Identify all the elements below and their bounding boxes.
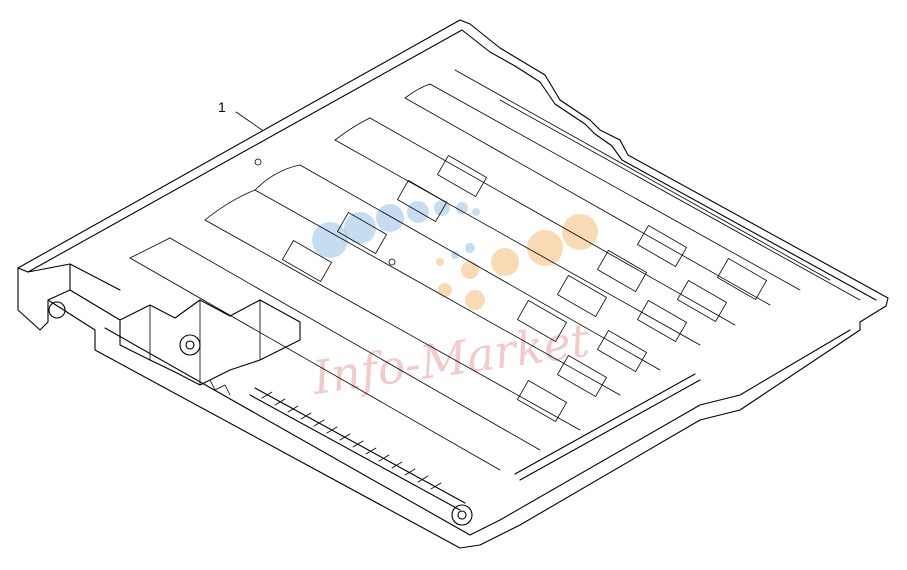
callout-1: 1	[218, 99, 263, 131]
tray-left-side	[47, 263, 121, 331]
paper-guide-ribs	[129, 69, 861, 471]
callout-leader-line	[235, 111, 263, 131]
mount-hole	[388, 258, 396, 266]
duplex-tray-assembly	[17, 19, 889, 549]
tray-windows	[282, 155, 767, 422]
gear-icon	[48, 301, 473, 526]
latch-mechanism	[119, 299, 301, 396]
tray-top-rail	[17, 19, 889, 323]
tray-bottom-edge	[94, 321, 861, 549]
tray-bottom-edge-inner	[104, 327, 851, 536]
curved-rib-tops	[129, 83, 431, 259]
roller-shaft	[249, 373, 701, 511]
watermark-text: Info-Market	[308, 313, 592, 405]
tray-left-frame	[17, 263, 71, 331]
tray-top-rail-inner	[27, 29, 877, 301]
mount-hole	[254, 158, 262, 166]
watermark-dots-icon	[312, 200, 598, 310]
callout-number: 1	[218, 99, 226, 115]
